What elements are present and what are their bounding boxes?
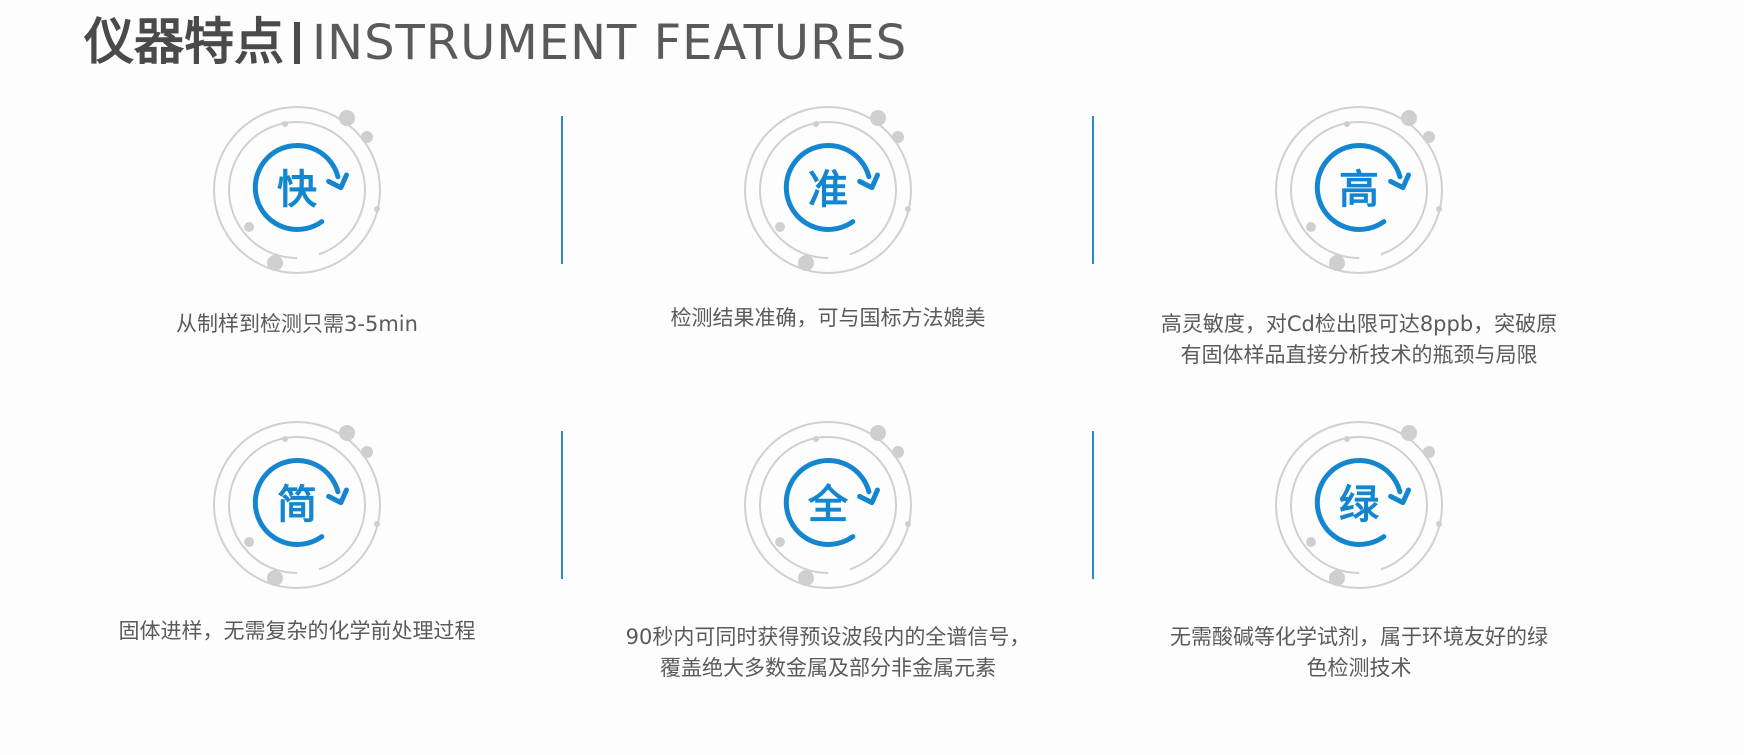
feature-simple: 简 固体进样，无需复杂的化学前处理过程 [37, 415, 557, 755]
orbit-ring-icon [1275, 106, 1443, 274]
feature-badge: 全 [738, 415, 918, 595]
feature-description: 从制样到检测只需3-5min [37, 309, 557, 340]
feature-accurate: 准 检测结果准确，可与国标方法媲美 [568, 100, 1088, 440]
orbit-ring-icon [213, 421, 381, 589]
desc-line-1: 高灵敏度，对Cd检出限可达8ppb，突破原 [1160, 312, 1558, 336]
feature-char: 简 [277, 482, 317, 528]
divider-4 [1092, 431, 1094, 579]
divider-1 [561, 116, 563, 264]
desc-line-1: 固体进样，无需复杂的化学前处理过程 [118, 619, 476, 643]
feature-badge: 快 [207, 100, 387, 280]
feature-char: 高 [1339, 167, 1379, 213]
feature-char: 准 [808, 167, 848, 213]
orbit-ring-icon [1275, 421, 1443, 589]
orbit-ring-icon [744, 106, 912, 274]
orbit-ring-icon [213, 106, 381, 274]
feature-description: 高灵敏度，对Cd检出限可达8ppb，突破原 有固体样品直接分析技术的瓶颈与局限 [1099, 309, 1619, 371]
feature-badge: 绿 [1269, 415, 1449, 595]
feature-char: 全 [808, 482, 848, 528]
feature-high: 高 高灵敏度，对Cd检出限可达8ppb，突破原 有固体样品直接分析技术的瓶颈与局… [1099, 100, 1619, 440]
feature-badge: 简 [207, 415, 387, 595]
divider-3 [561, 431, 563, 579]
feature-badge: 准 [738, 100, 918, 280]
feature-char: 快 [277, 167, 317, 213]
orbit-ring-icon [744, 421, 912, 589]
title-separator [294, 22, 300, 64]
desc-line-2: 色检测技术 [1306, 656, 1412, 680]
feature-badge: 高 [1269, 100, 1449, 280]
desc-line-1: 90秒内可同时获得预设波段内的全谱信号， [625, 625, 1031, 649]
feature-char: 绿 [1339, 482, 1379, 528]
desc-line-1: 从制样到检测只需3-5min [176, 312, 418, 336]
feature-green: 绿 无需酸碱等化学试剂，属于环境友好的绿 色检测技术 [1099, 415, 1619, 755]
desc-line-1: 检测结果准确，可与国标方法媲美 [670, 306, 986, 330]
feature-description: 90秒内可同时获得预设波段内的全谱信号， 覆盖绝大多数金属及部分非金属元素 [568, 622, 1088, 684]
feature-description: 检测结果准确，可与国标方法媲美 [568, 303, 1088, 334]
feature-description: 固体进样，无需复杂的化学前处理过程 [37, 616, 557, 647]
feature-comprehensive: 全 90秒内可同时获得预设波段内的全谱信号， 覆盖绝大多数金属及部分非金属元素 [568, 415, 1088, 755]
desc-line-1: 无需酸碱等化学试剂，属于环境友好的绿 [1170, 625, 1548, 649]
feature-description: 无需酸碱等化学试剂，属于环境友好的绿 色检测技术 [1099, 622, 1619, 684]
desc-line-2: 有固体样品直接分析技术的瓶颈与局限 [1180, 343, 1538, 367]
page-title: 仪器特点 INSTRUMENT FEATURES [84, 6, 907, 79]
divider-2 [1092, 116, 1094, 264]
feature-fast: 快 从制样到检测只需3-5min [37, 100, 557, 440]
title-cn: 仪器特点 [84, 13, 284, 71]
desc-line-2: 覆盖绝大多数金属及部分非金属元素 [660, 656, 996, 680]
title-en: INSTRUMENT FEATURES [312, 15, 908, 71]
